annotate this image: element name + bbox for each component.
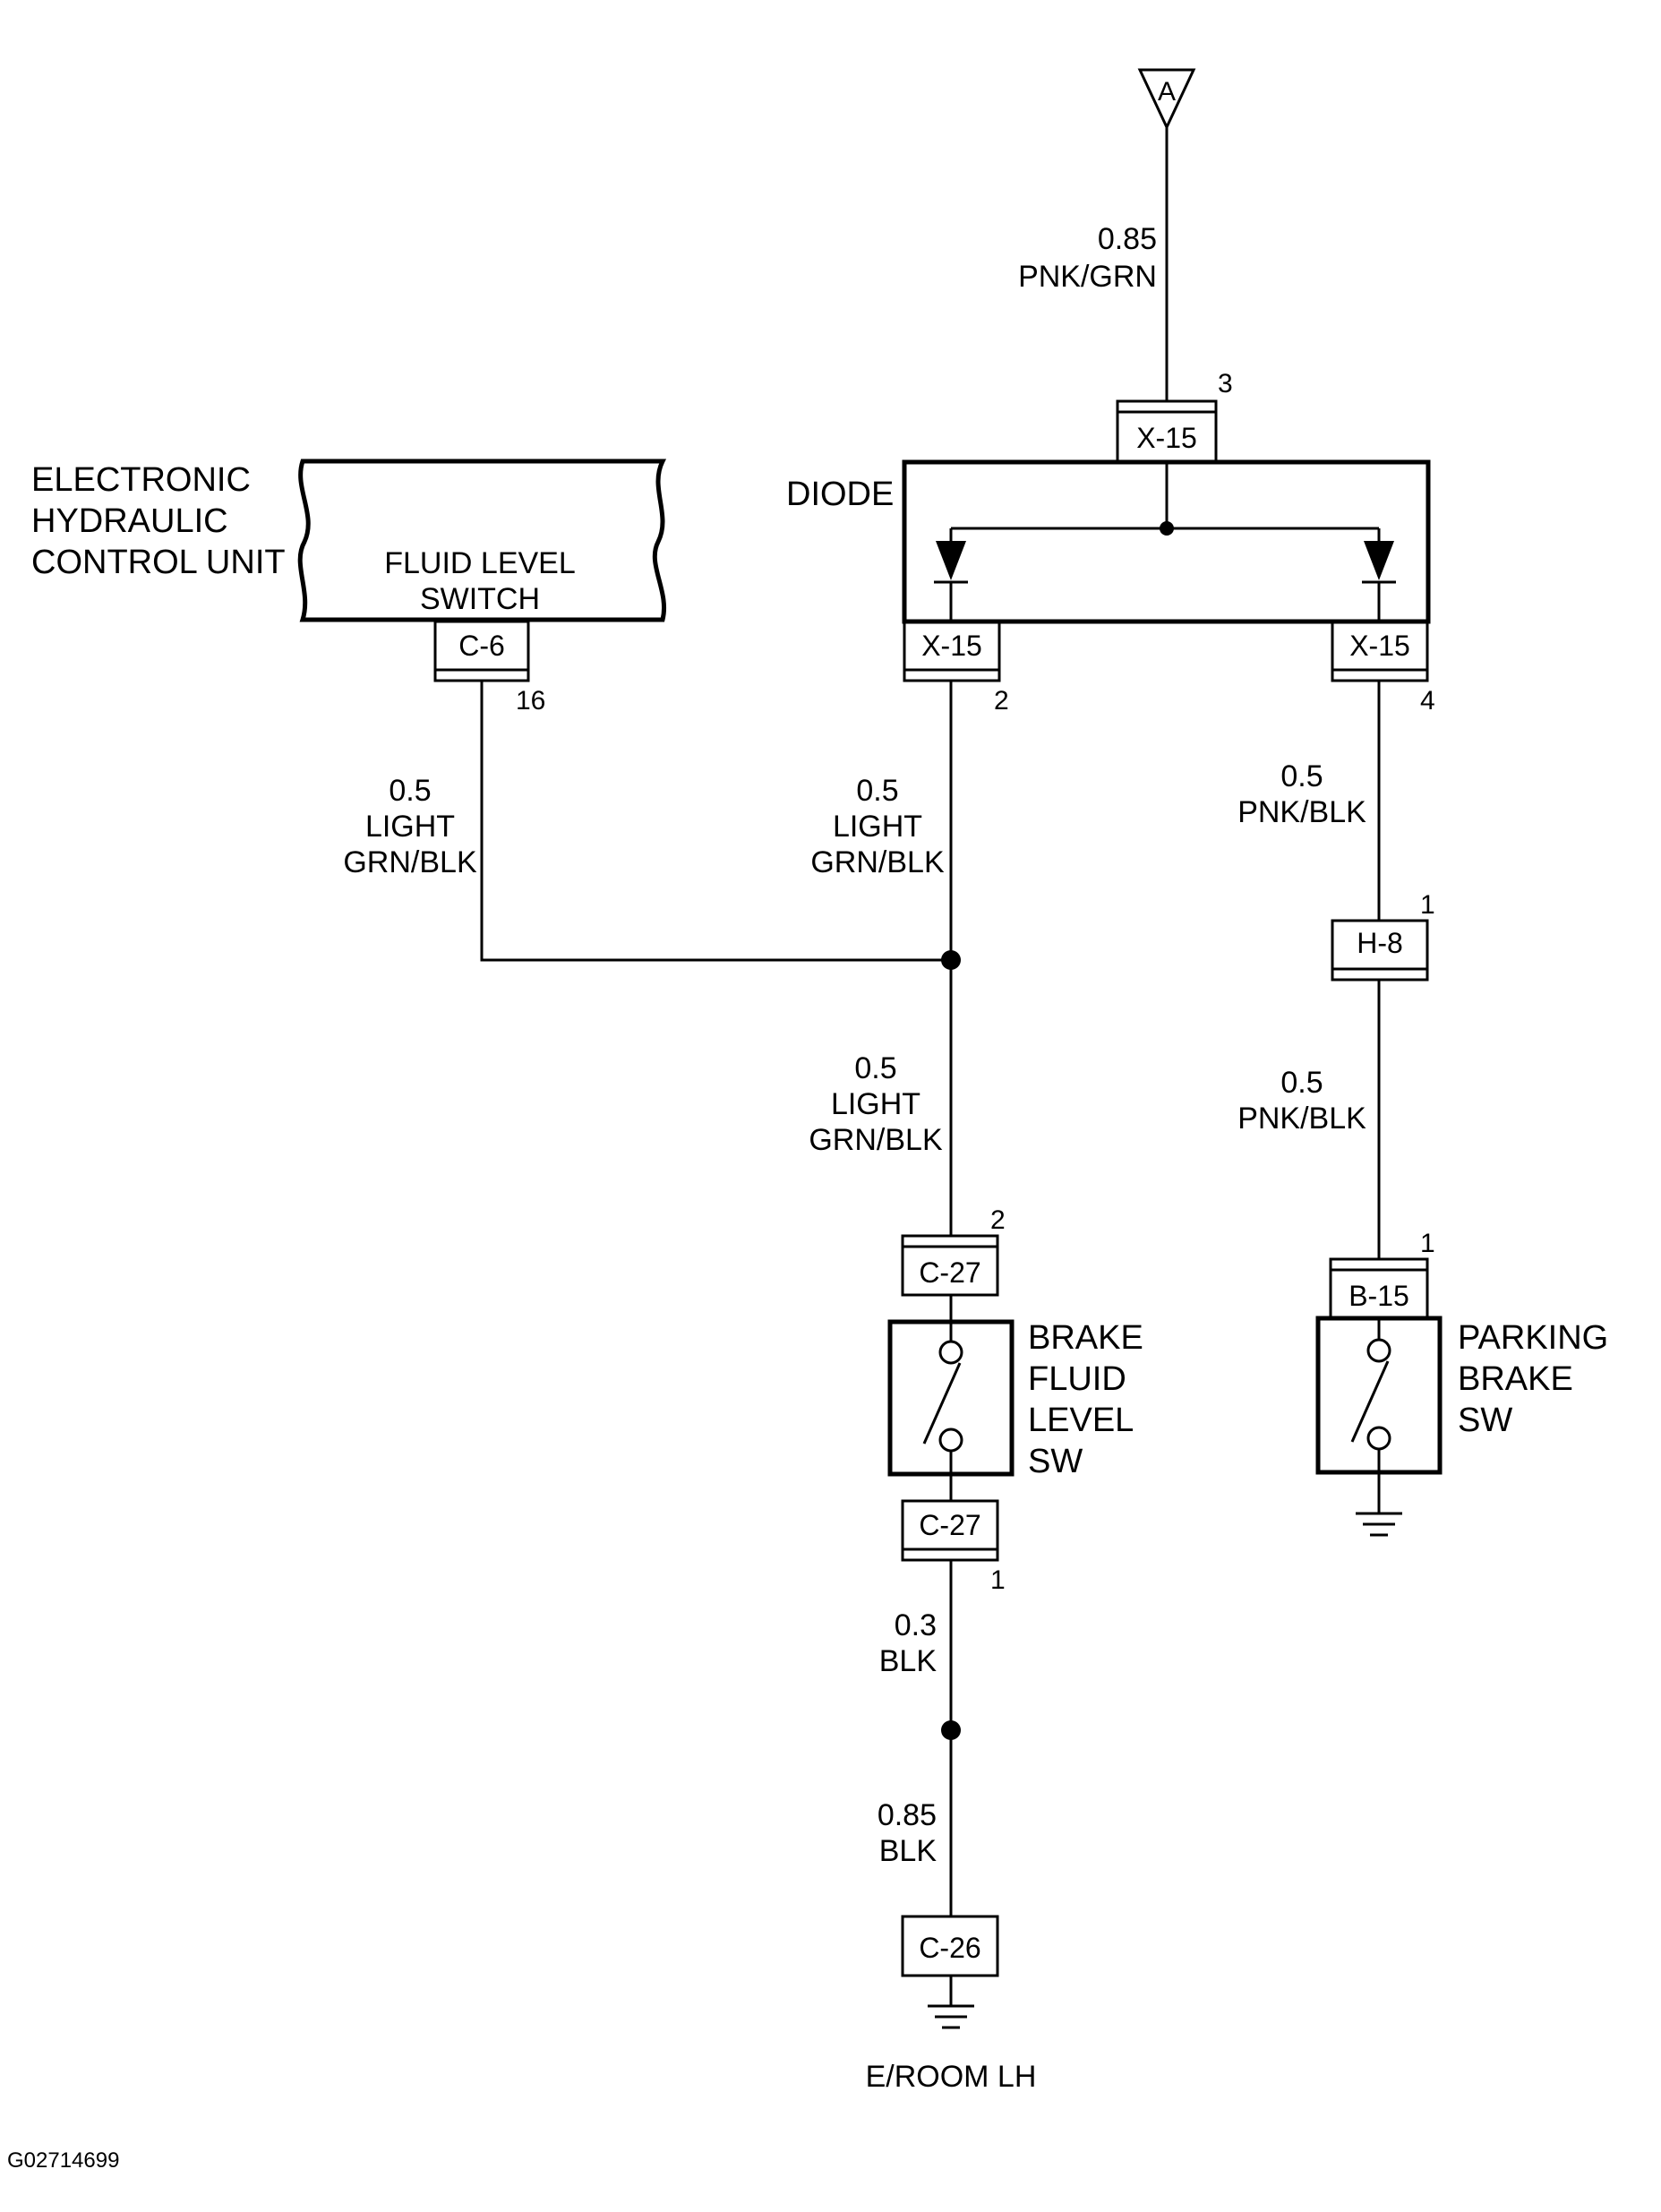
wire-feed-label: 0.85 PNK/GRN [1018,222,1157,294]
ehcu-pin: 16 [516,686,545,716]
ground-connector: C-26 [901,1915,999,1977]
parking-brake-sw-connector: B-15 1 [1329,1229,1435,1320]
brake-fluid-sw-name-line-3: LEVEL [1028,1402,1134,1439]
wire-to-ground-gauge: 0.85 [878,1798,937,1832]
wire-diode-left-color: GRN/BLK [810,845,945,879]
wire-ehcu-out-gauge: 0.5 [389,774,431,808]
wire-splice-down-label: 0.5 LIGHT GRN/BLK [809,1051,943,1157]
wire-h8-down-color: PNK/BLK [1237,1102,1366,1136]
diode-module: DIODE [786,459,1431,624]
diode-right-pin: 4 [1420,686,1435,716]
brake-fluid-sw-name-line-1: BRAKE [1028,1319,1143,1357]
ehcu-inner-line-1: FLUID LEVEL [384,546,576,580]
parking-brake-sw-name-line-3: SW [1458,1402,1512,1439]
brake-fluid-level-switch: BRAKE FLUID LEVEL SW [887,1319,1143,1480]
wire-feed-gauge: 0.85 [1098,222,1157,256]
brake-fluid-sw-top-connector: C-27 2 [901,1205,1006,1297]
figure-id: G02714699 [7,2148,119,2173]
ehcu-name-line-1: ELECTRONIC [31,461,251,499]
diode-right-symbol [1364,541,1394,580]
diode-left-pin: 2 [994,686,1009,716]
ehcu-inner-line-2: SWITCH [420,582,540,616]
wire-ehcu-out-label: 0.5 LIGHT GRN/BLK [343,774,477,879]
brake-fluid-sw-top-connector-label: C-27 [919,1256,980,1289]
wire-diode-left-gauge: 0.5 [856,774,898,808]
diode-right-connector: X-15 4 [1331,620,1435,716]
h8-connector-label: H-8 [1357,927,1403,959]
wire-diode-right-gauge: 0.5 [1280,759,1323,793]
wire-ehcu-out-type: LIGHT [365,810,455,844]
wire-diode-right-label: 0.5 PNK/BLK [1237,759,1366,829]
ehcu-name-line-2: HYDRAULIC [31,502,228,540]
wire-ehcu-out-color: GRN/BLK [343,845,477,879]
diode-left-symbol [936,541,966,580]
parking-brake-sw-connector-label: B-15 [1348,1280,1409,1312]
connector-reference-label: A [1158,77,1176,107]
brake-fluid-sw-bottom-connector-label: C-27 [919,1509,980,1541]
ground-symbol [928,2004,974,2029]
brake-fluid-sw-bottom-connector: C-27 1 [901,1499,1006,1595]
ehcu-connector: C-6 16 [433,620,545,716]
parking-brake-switch: PARKING BRAKE SW [1315,1316,1608,1475]
parking-brake-sw-name-line-2: BRAKE [1458,1360,1573,1398]
wire-diode-right-color: PNK/BLK [1237,795,1366,829]
connector-reference-a: A [1137,68,1196,131]
ehcu-module: ELECTRONIC HYDRAULIC CONTROL UNIT FLUID … [31,459,667,622]
wire-splice-down-color: GRN/BLK [809,1123,943,1157]
splice-junction [941,950,961,970]
diode-top-connector: X-15 3 [1116,369,1233,464]
wire-c27-out-gauge: 0.3 [895,1608,937,1642]
diode-label: DIODE [786,476,894,513]
ground-location-label: E/ROOM LH [866,2060,1037,2094]
diode-right-connector-label: X-15 [1349,630,1410,662]
diode-left-connector: X-15 2 [903,620,1009,716]
h8-connector: H-8 1 [1331,890,1435,982]
h8-pin: 1 [1420,890,1435,920]
parking-brake-sw-name-line-1: PARKING [1458,1319,1608,1357]
wire-c27-out-label: 0.3 BLK [879,1608,938,1678]
parking-brake-ground-symbol [1356,1512,1402,1537]
wire-diode-left-label: 0.5 LIGHT GRN/BLK [810,774,945,879]
wire-feed-color: PNK/GRN [1018,260,1157,294]
parking-brake-sw-pin: 1 [1420,1229,1435,1258]
diode-top-connector-label: X-15 [1136,422,1197,454]
wire-h8-down-gauge: 0.5 [1280,1066,1323,1100]
ehcu-connector-label: C-6 [458,630,505,662]
wire-splice-down-type: LIGHT [831,1087,920,1121]
wire-to-ground-label: 0.85 BLK [878,1798,938,1868]
brake-fluid-sw-name-line-2: FLUID [1028,1360,1126,1398]
ground-connector-label: C-26 [919,1932,980,1964]
diode-top-pin: 3 [1218,369,1233,399]
brake-fluid-sw-bottom-pin: 1 [990,1565,1006,1595]
ground-splice-junction [941,1720,961,1740]
wire-splice-down-gauge: 0.5 [854,1051,896,1085]
ehcu-name-line-3: CONTROL UNIT [31,544,286,581]
brake-fluid-sw-top-pin: 2 [990,1205,1006,1235]
diode-left-connector-label: X-15 [921,630,982,662]
connector-reference-triangle [1137,68,1196,131]
brake-fluid-sw-name-line-4: SW [1028,1443,1083,1480]
wire-to-ground-color: BLK [879,1834,938,1868]
wire-c27-out-color: BLK [879,1644,938,1678]
wire-h8-down-label: 0.5 PNK/BLK [1237,1066,1366,1136]
wire-diode-left-type: LIGHT [833,810,922,844]
wire-ehcu-out [480,681,951,962]
